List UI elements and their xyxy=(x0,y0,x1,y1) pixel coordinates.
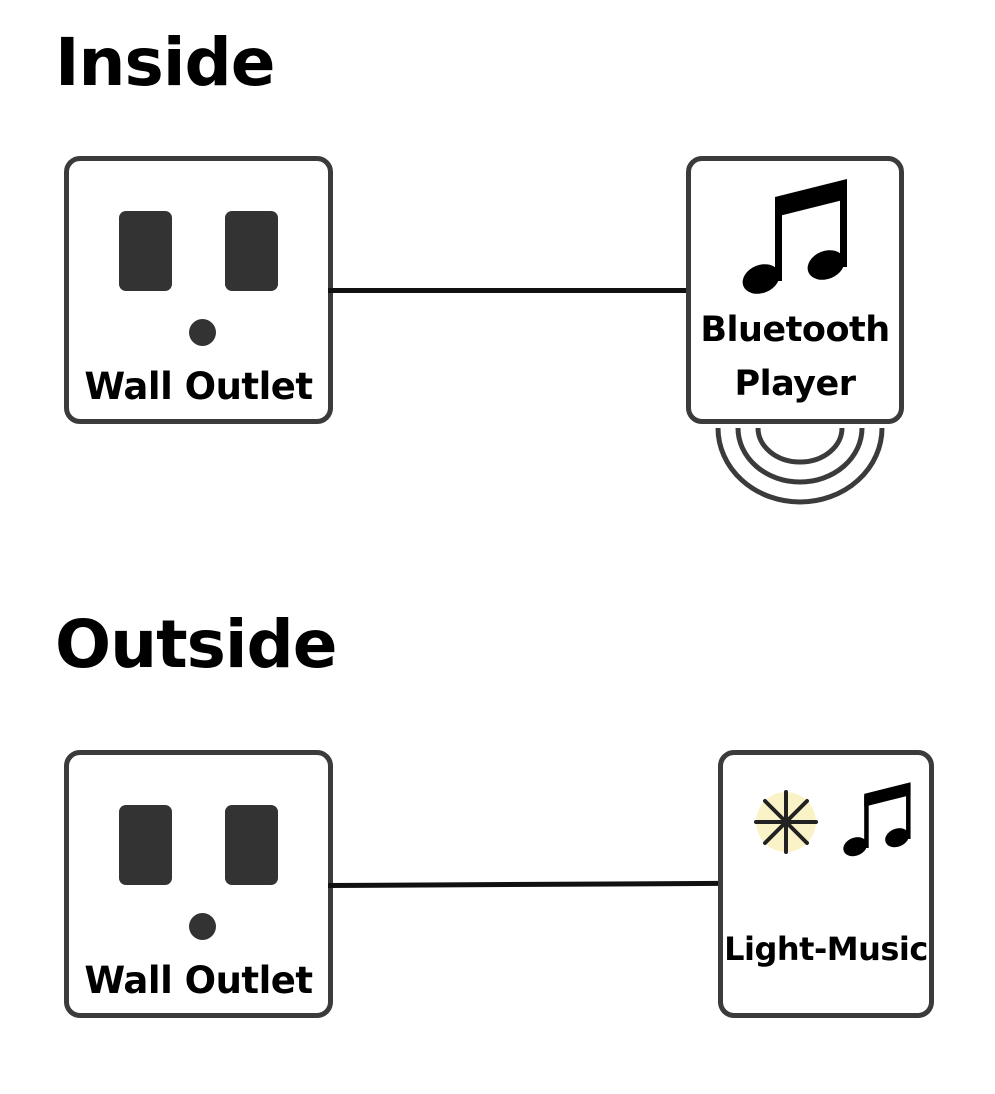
sound-wave-icon xyxy=(715,427,885,505)
music-notes-icon xyxy=(742,179,847,294)
light-music-device: Light-Music xyxy=(718,750,934,1018)
outlet-slot-left xyxy=(119,211,172,291)
wall-outlet-label: Wall Outlet xyxy=(84,365,313,408)
bluetooth-player: Bluetooth Player xyxy=(686,156,904,424)
wall-outlet-outside: Wall Outlet xyxy=(64,750,333,1018)
outlet-ground-hole xyxy=(189,913,216,940)
light-music-label: Light-Music xyxy=(724,930,928,968)
outlet-slot-right xyxy=(225,805,278,885)
outlet-slot-right xyxy=(225,211,278,291)
section-title-inside: Inside xyxy=(55,24,275,101)
light-sparkle-icon xyxy=(754,790,818,854)
section-title-outside: Outside xyxy=(55,606,338,683)
wire-outside xyxy=(327,880,723,888)
wall-outlet-inside: Wall Outlet xyxy=(64,156,333,424)
wire-inside xyxy=(328,288,690,293)
outlet-slot-left xyxy=(119,805,172,885)
music-notes-icon xyxy=(843,782,911,857)
bluetooth-player-label: Bluetooth Player xyxy=(700,310,890,404)
wall-outlet-label: Wall Outlet xyxy=(84,959,313,1002)
outlet-ground-hole xyxy=(189,319,216,346)
